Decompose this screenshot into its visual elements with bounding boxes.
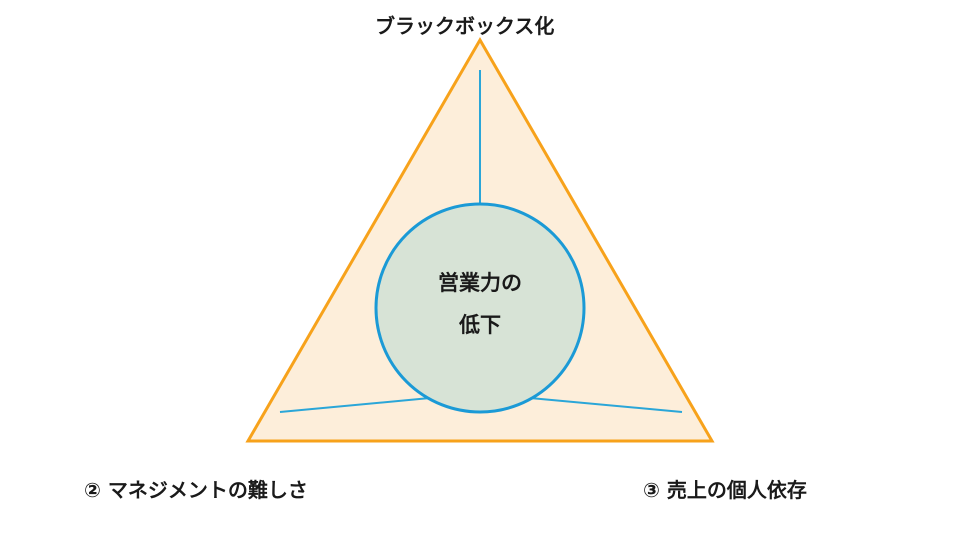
center-text: 営業力の 低下 [380,262,580,346]
spoke-left [279,397,431,413]
center-circle [374,202,586,414]
right-label: ③ 売上の個人依存 [643,478,807,502]
center-line-1: 営業力の [438,271,522,295]
spoke-right [529,397,683,413]
top-label: ブラックボックス化 [375,14,555,38]
left-label: ② マネジメントの難しさ [84,478,308,502]
center-line-2: 低下 [459,313,501,337]
